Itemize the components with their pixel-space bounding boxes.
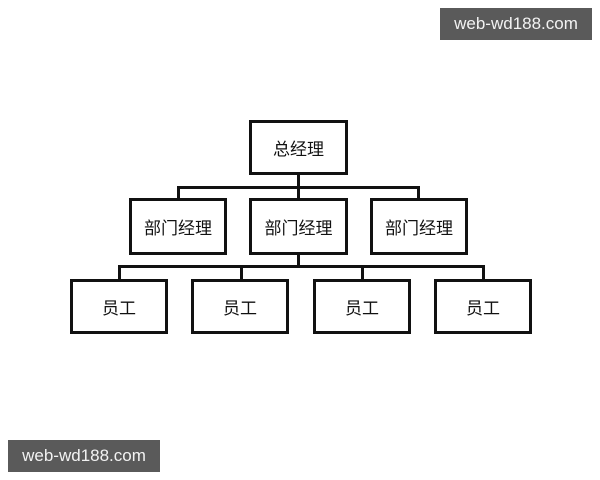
connector-employee-2 xyxy=(240,265,243,280)
node-employee-2: 员工 xyxy=(191,279,289,334)
node-department-manager-3: 部门经理 xyxy=(370,198,468,255)
connector-manager-left xyxy=(177,186,180,199)
connector-manager-right xyxy=(417,186,420,199)
node-department-manager-2: 部门经理 xyxy=(249,198,348,255)
connector-employee-4 xyxy=(482,265,485,280)
watermark-top-right: web-wd188.com xyxy=(440,8,592,40)
node-general-manager: 总经理 xyxy=(249,120,348,175)
node-employee-1: 员工 xyxy=(70,279,168,334)
connector-employee-3 xyxy=(361,265,364,280)
connector-employees-bar xyxy=(118,265,485,268)
node-employee-3: 员工 xyxy=(313,279,411,334)
watermark-bottom-left: web-wd188.com xyxy=(8,440,160,472)
connector-manager-middle xyxy=(297,186,300,199)
node-department-manager-1: 部门经理 xyxy=(129,198,227,255)
connector-root-down xyxy=(297,174,300,188)
connector-employee-1 xyxy=(118,265,121,280)
connector-manager-down xyxy=(297,254,300,267)
node-employee-4: 员工 xyxy=(434,279,532,334)
